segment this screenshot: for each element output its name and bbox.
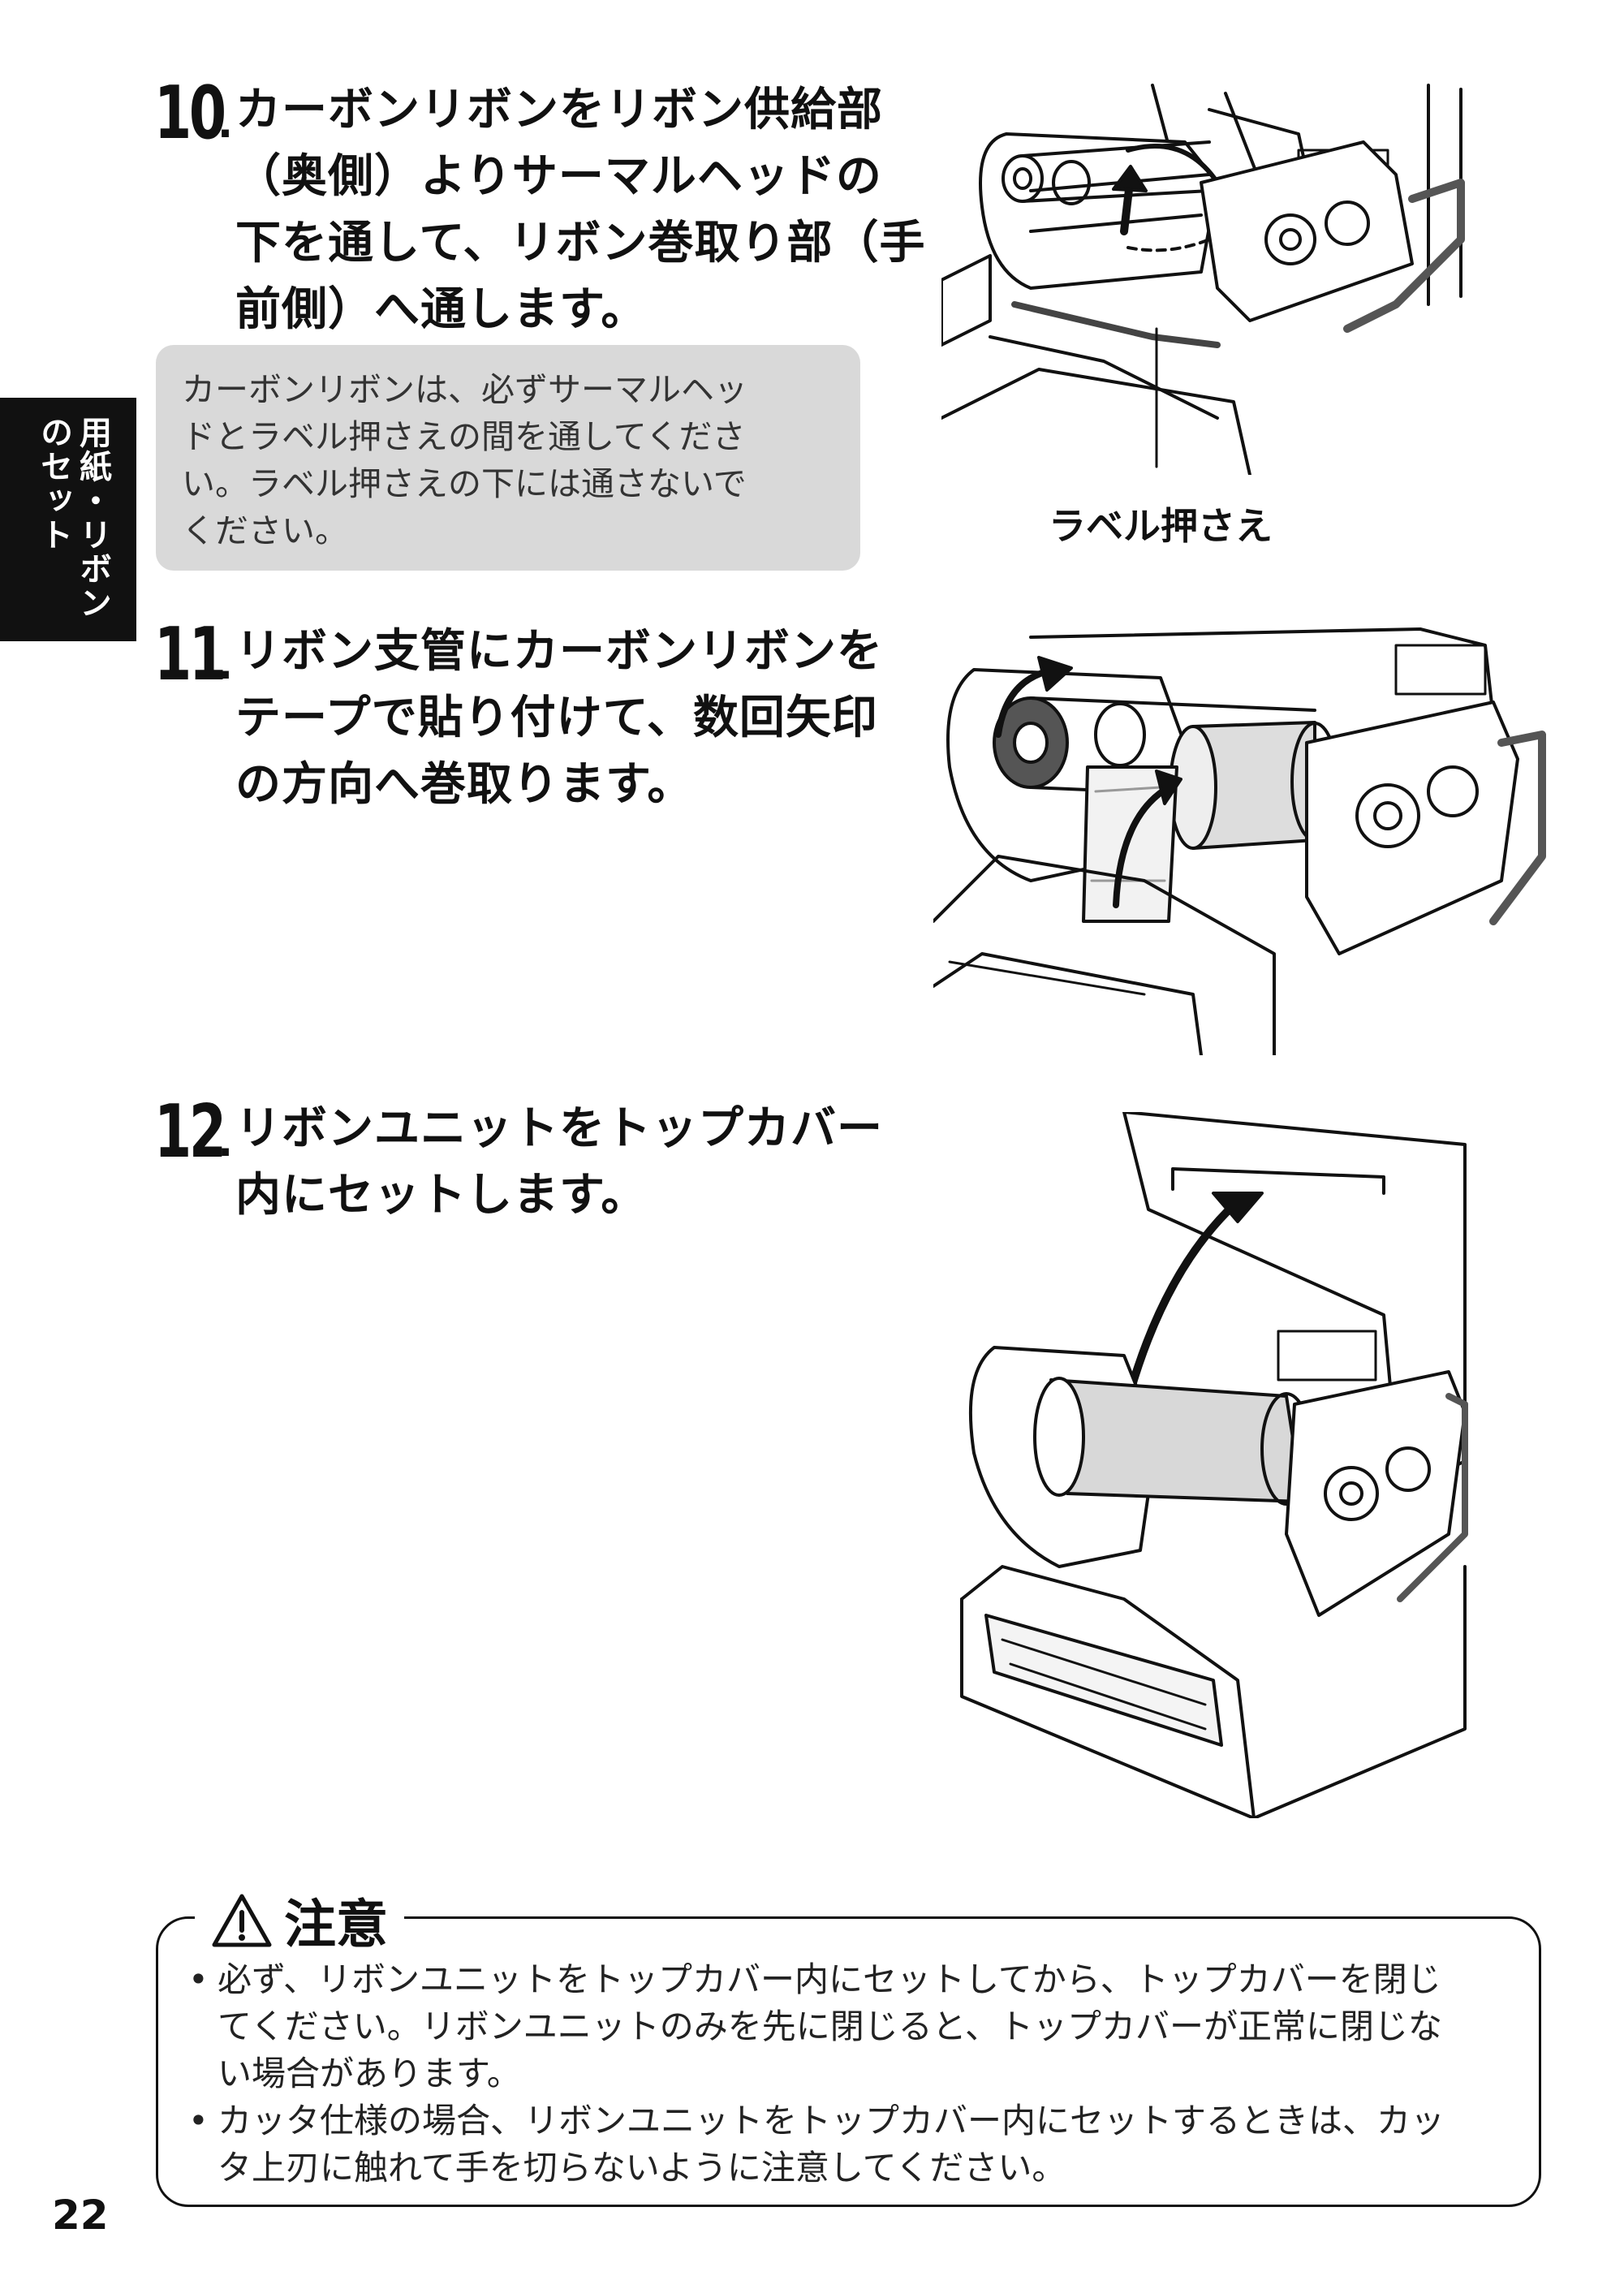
bullet: • bbox=[188, 1959, 209, 1999]
caution-title: 注意 bbox=[284, 1895, 388, 1955]
step-line: 下を通して、リボン巻取り部（手 bbox=[235, 217, 926, 269]
note-line: カーボンリボンは、必ずサーマルヘッ bbox=[182, 370, 747, 409]
step-line: 内にセットします。 bbox=[235, 1169, 648, 1222]
step-line: リボン支管にカーボンリボンを bbox=[235, 625, 883, 678]
side-tab-line2: のセット bbox=[35, 416, 72, 552]
step-line: 前側）へ通します。 bbox=[235, 283, 648, 336]
note-line: ドとラベル押さえの間を通してくださ bbox=[182, 417, 746, 456]
note-box: カーボンリボンは、必ずサーマルヘッ ドとラベル押さえの間を通してくださ い。ラベ… bbox=[156, 345, 860, 571]
bullet: • bbox=[188, 2101, 209, 2140]
step-line: テープで貼り付けて、数回矢印 bbox=[235, 692, 878, 744]
step-number-dot: . bbox=[218, 641, 233, 688]
step-instruction: カーボンリボンをリボン供給部 （奥側）よりサーマルヘッドの 下を通して、リボン巻… bbox=[235, 77, 1014, 343]
step-number: 11 bbox=[154, 612, 226, 697]
caution-box bbox=[156, 1916, 1541, 2207]
caution-line: てください。リボンユニットのみを先に閉じると、トップカバーが正常に閉じな bbox=[218, 2007, 1443, 2046]
unit-install-illustration bbox=[946, 1112, 1489, 1818]
warning-triangle-icon bbox=[212, 1894, 272, 1947]
caution-item: • 必ず、リボンユニットをトップカバー内にセットしてから、トップカバーを閉じ て… bbox=[185, 1956, 1524, 2097]
side-tab-line1: 用紙・リボン bbox=[74, 416, 111, 620]
caution-line: カッタ仕様の場合、リボンユニットをトップカバー内にセットするときは、カッ bbox=[218, 2101, 1445, 2140]
step-number-dot: . bbox=[218, 100, 233, 147]
step-instruction: リボン支管にカーボンリボンを テープで貼り付けて、数回矢印 の方向へ巻取ります。 bbox=[235, 619, 1014, 818]
section-side-tab: 用紙・リボン のセット bbox=[0, 398, 136, 641]
caution-header: 注意 bbox=[195, 1883, 404, 1958]
caution-list: • 必ず、リボンユニットをトップカバー内にセットしてから、トップカバーを閉じ て… bbox=[185, 1956, 1524, 2192]
note-line: い。ラベル押さえの下には通さないで bbox=[182, 464, 747, 503]
step-line: の方向へ巻取ります。 bbox=[235, 758, 694, 811]
step-line: カーボンリボンをリボン供給部 bbox=[235, 84, 883, 136]
ribbon-routing-illustration bbox=[941, 77, 1558, 475]
step-instruction: リボンユニットをトップカバー 内にセットします。 bbox=[235, 1096, 1014, 1229]
step-number-dot: . bbox=[218, 1119, 233, 1166]
caution-line: タ上刃に触れて手を切らないように注意してください。 bbox=[218, 2148, 1066, 2188]
step-line: リボンユニットをトップカバー bbox=[235, 1102, 883, 1155]
caution-item: • カッタ仕様の場合、リボンユニットをトップカバー内にセットするときは、カッ タ… bbox=[185, 2097, 1524, 2192]
ribbon-winding-illustration bbox=[933, 613, 1550, 1055]
caution-line: 必ず、リボンユニットをトップカバー内にセットしてから、トップカバーを閉じ bbox=[218, 1959, 1441, 1999]
step-number: 10 bbox=[154, 71, 226, 156]
label-presser-callout: ラベル押さえ bbox=[1049, 504, 1273, 548]
step-number: 12 bbox=[154, 1089, 226, 1175]
step-line: （奥側）よりサーマルヘッドの bbox=[235, 150, 882, 203]
page-number: 22 bbox=[52, 2192, 109, 2239]
caution-line: い場合があります。 bbox=[218, 2054, 521, 2093]
note-line: ください。 bbox=[182, 511, 348, 550]
